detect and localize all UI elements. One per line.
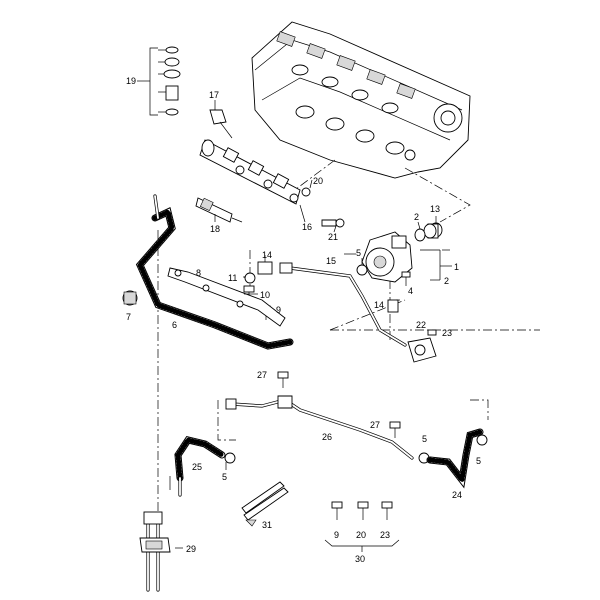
label-14-upper: 14 <box>262 250 272 260</box>
label-30: 30 <box>355 554 365 564</box>
part-5-seal-left <box>224 452 236 464</box>
label-16: 16 <box>302 222 312 232</box>
part-15-high-pressure-line <box>279 262 407 347</box>
label-6: 6 <box>172 320 177 330</box>
leader-lines <box>169 249 450 549</box>
parts-20-21-fasteners <box>301 179 345 233</box>
label-7: 7 <box>126 312 131 322</box>
part-5-seal-right <box>476 434 488 446</box>
part-5-seal-upper <box>356 258 368 276</box>
part-4-bolt <box>401 271 411 286</box>
label-22: 22 <box>416 320 426 330</box>
cylinder-head <box>251 21 471 179</box>
part-17-sensor <box>209 100 233 139</box>
label-27-lower: 27 <box>370 420 380 430</box>
label-5-middle: 5 <box>422 434 427 444</box>
label-18: 18 <box>210 224 220 234</box>
label-2-upper: 2 <box>414 212 419 222</box>
label-13: 13 <box>430 204 440 214</box>
label-11: 11 <box>228 273 237 283</box>
part-14-fitting-upper <box>257 255 273 275</box>
label-8: 8 <box>196 268 201 278</box>
part-11-nut <box>244 272 256 284</box>
part-2-o-ring <box>414 221 426 242</box>
part-25-fuel-hose <box>174 436 226 497</box>
part-26-fuel-line <box>225 395 414 460</box>
label-15: 15 <box>326 256 336 266</box>
part-13-bushing <box>423 216 443 239</box>
label-25: 25 <box>192 462 202 472</box>
label-20-upper: 20 <box>313 176 323 186</box>
part-23-screw-upper <box>427 329 437 336</box>
label-5-upper: 5 <box>356 248 361 258</box>
part-18-injector <box>195 197 243 223</box>
label-17: 17 <box>209 90 219 100</box>
label-9-upper: 9 <box>276 305 281 315</box>
label-14-lower: 14 <box>374 300 384 310</box>
reference-lines <box>157 159 540 520</box>
label-2-lower: 2 <box>444 276 449 286</box>
label-1: 1 <box>454 262 459 272</box>
label-10: 10 <box>260 290 270 300</box>
label-19: 19 <box>126 76 136 86</box>
label-9-lower: 9 <box>334 530 339 540</box>
bottom-screw-set <box>324 501 400 552</box>
part-16-fuel-rail <box>199 139 306 223</box>
part-labels: 19 17 20 16 21 18 13 2 1 2 5 4 14 15 11 … <box>126 76 481 564</box>
part-22-clip <box>407 337 437 363</box>
part-27-screw-upper <box>277 371 289 388</box>
part-31-clips <box>241 481 289 527</box>
label-5-left: 5 <box>222 472 227 482</box>
label-4: 4 <box>408 286 413 296</box>
label-26: 26 <box>322 432 332 442</box>
part-29-line-bracket <box>139 511 171 592</box>
part-19-seal-kit <box>137 46 181 116</box>
part-27-screw-lower <box>389 421 401 438</box>
label-23-upper: 23 <box>442 328 452 338</box>
label-31: 31 <box>262 520 272 530</box>
label-27-upper: 27 <box>257 370 267 380</box>
label-21: 21 <box>328 232 338 242</box>
label-23-lower: 23 <box>380 530 390 540</box>
label-5-right: 5 <box>476 456 481 466</box>
label-29: 29 <box>186 544 196 554</box>
part-7-sleeve <box>122 290 138 306</box>
part-24-fuel-hose <box>426 428 484 489</box>
part-6-fuel-hose <box>135 194 294 350</box>
part-14-fitting-lower <box>387 299 399 313</box>
label-24: 24 <box>452 490 462 500</box>
label-20-lower: 20 <box>356 530 366 540</box>
part-8-bracket <box>167 267 286 327</box>
